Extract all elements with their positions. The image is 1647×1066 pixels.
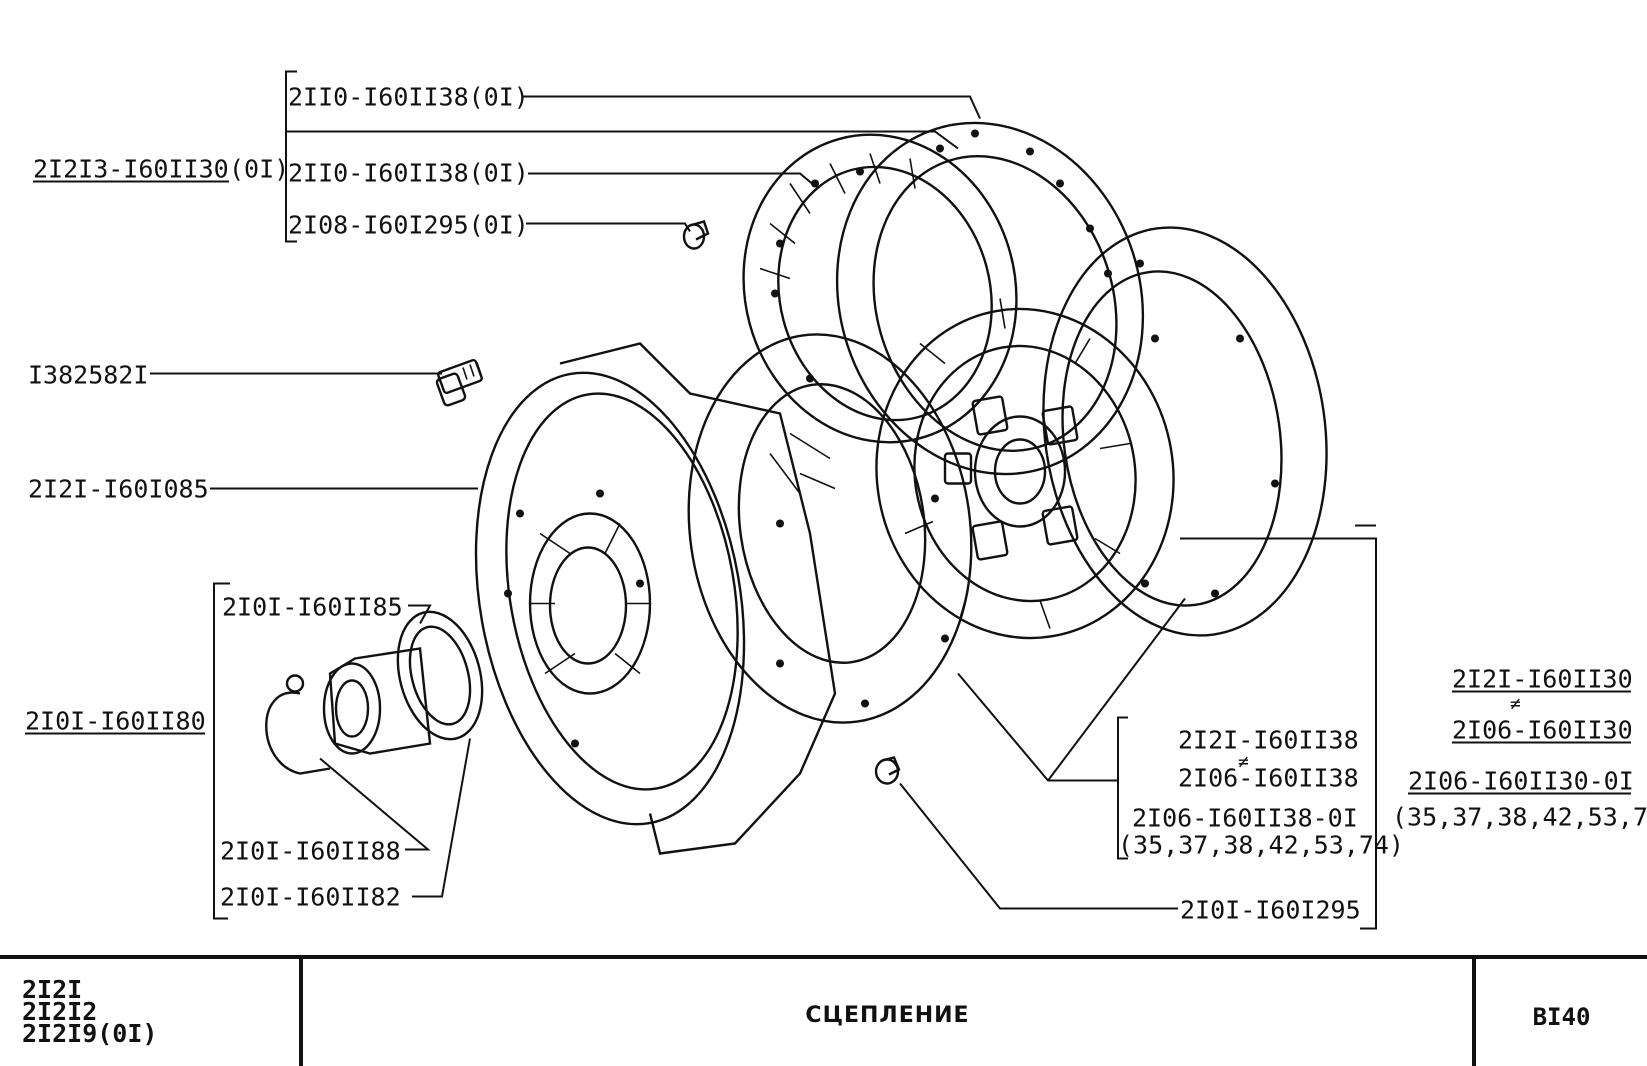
label-2101-1185: 2I0I-I60II85: [222, 593, 403, 622]
clutch-cover-drawing: [474, 342, 837, 855]
model-code: 2I2I2: [22, 997, 98, 1026]
pin-bottom-drawing: [874, 756, 901, 785]
sheet-code-cell: BI40: [1476, 959, 1647, 1066]
leader-lines: [25, 70, 1631, 930]
section-title-cell: СЦЕПЛЕНИЕ: [303, 959, 1476, 1066]
pressure-disc-ring-drawing: [835, 121, 1145, 476]
label-2110-second: 2II0-I60II38(0I): [288, 159, 529, 188]
label-2121-1130: 2I2I-I60II30: [1452, 665, 1633, 694]
driven-disc-drawing: [875, 298, 1175, 640]
bolt-drawing: [435, 358, 483, 407]
label-2106-1138: 2I06-I60II38: [1178, 764, 1359, 793]
label-variants-right: (35,37,38,42,53,74): [1392, 803, 1647, 832]
model-list: 2I2I 2I2I2 2I2I9(0I): [0, 959, 303, 1066]
label-2121-1138: 2I2I-I60II38: [1178, 726, 1359, 755]
label-clutch-cover: 2I2I-I60I085: [28, 475, 209, 504]
neq-sign-left: ≠: [1238, 752, 1249, 773]
model-code: 2I2I9(0I): [22, 1019, 158, 1048]
label-21213-suffix: (0I): [229, 155, 289, 184]
model-code: 2I2I: [22, 975, 83, 1004]
label-2110-top: 2II0-I60II38(0I): [288, 83, 529, 112]
label-2101-1182: 2I0I-I60II82: [220, 883, 401, 912]
label-bolt: I382582I: [28, 361, 148, 390]
sheet-code: BI40: [1532, 1003, 1591, 1031]
label-2101-1188: 2I0I-I60II88: [220, 837, 401, 866]
label-2101-1295: 2I0I-I60I295: [1180, 896, 1361, 925]
pressure-plate-drawing: [687, 333, 973, 724]
label-variants-left: (35,37,38,42,53,74): [1118, 831, 1404, 860]
label-release-bearing-assembly: 2I0I-I60II80: [25, 707, 206, 736]
label-2108-pin: 2I08-I60I295(0I): [288, 211, 529, 240]
label-2106-1138-01: 2I06-I60II38-0I: [1132, 804, 1358, 833]
pin-top-drawing: [682, 220, 710, 250]
section-title: СЦЕПЛЕНИЕ: [805, 1003, 970, 1028]
label-2106-1130: 2I06-I60II30: [1452, 716, 1633, 745]
neq-sign-right: ≠: [1510, 694, 1521, 715]
label-21213-assembly: 2I2I3-I60II30: [33, 155, 229, 184]
friction-lining-drawing: [742, 133, 1018, 444]
release-bearing-drawing: [265, 610, 484, 775]
label-2106-1130-01: 2I06-I60II30-0I: [1408, 767, 1634, 796]
title-block: 2I2I 2I2I2 2I2I9(0I) СЦЕПЛЕНИЕ BI40: [0, 955, 1647, 1066]
flywheel-plate-drawing: [1042, 226, 1328, 637]
